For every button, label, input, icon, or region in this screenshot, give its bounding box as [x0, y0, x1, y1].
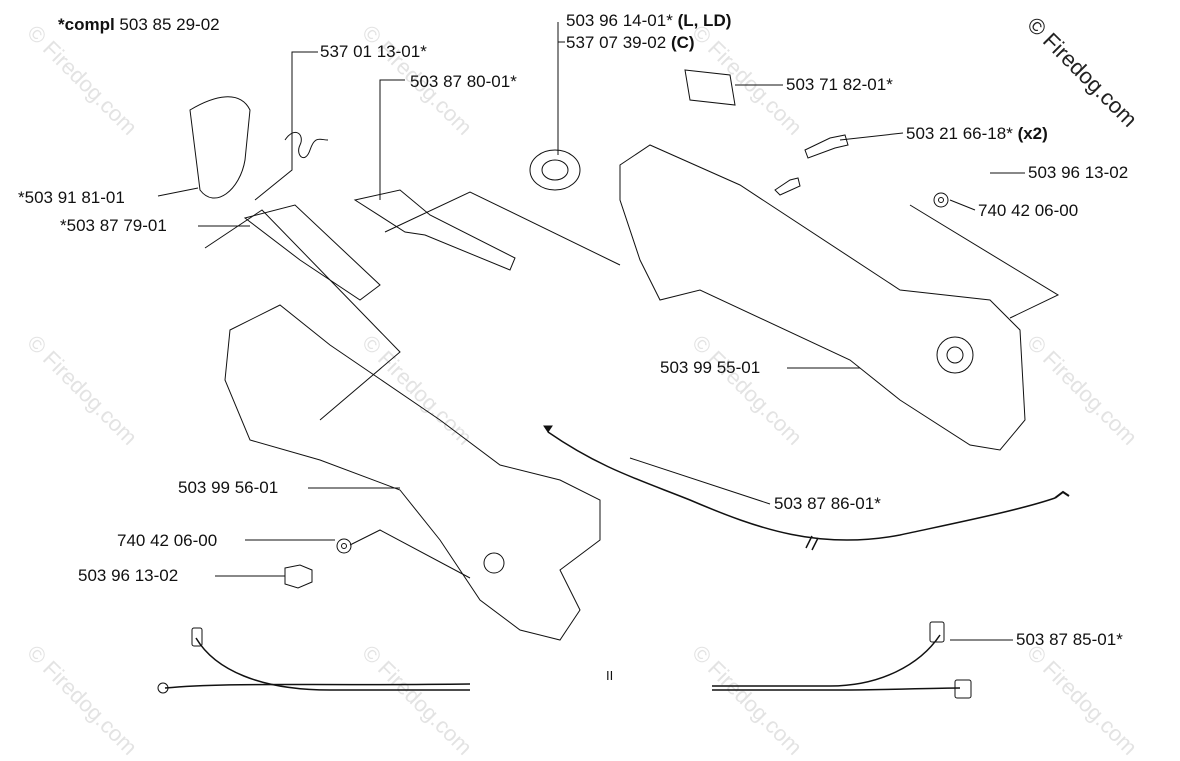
stop-switch-drawing: [684, 69, 736, 106]
group-bracket: [384, 191, 621, 266]
part-label: 740 42 06-00: [117, 531, 217, 551]
ring-drawing: [529, 149, 581, 191]
wire-connector: [929, 621, 945, 643]
part-number: 740 42 06-00: [978, 201, 1079, 220]
part-number: *503 91 81-01: [18, 188, 125, 207]
washer-drawing: [933, 192, 949, 208]
exploded-view-drawing: II: [157, 22, 1070, 699]
part-label: 537 01 13-01*: [320, 42, 427, 62]
part-label: *503 91 81-01: [18, 188, 125, 208]
part-label: 503 87 80-01*: [410, 72, 517, 92]
part-label: 503 96 13-02: [78, 566, 178, 586]
part-label: 503 71 82-01*: [786, 75, 893, 95]
part-label: 503 96 13-02: [1028, 163, 1128, 183]
wire-ring-terminal: [157, 682, 169, 694]
assembly-number: 503 85 29-02: [119, 15, 220, 34]
throttle-cable: [547, 431, 1056, 541]
leader-line: [949, 199, 976, 211]
wire-connector: [954, 679, 972, 699]
part-label: 503 21 66-18* (x2): [906, 124, 1048, 144]
screw-drawing: [284, 564, 313, 589]
group-bracket: [909, 204, 1060, 319]
ground-wire: [164, 683, 471, 689]
part-number: *503 87 79-01: [60, 216, 167, 235]
part-note: (x2): [1017, 124, 1048, 143]
part-number: 503 96 13-02: [78, 566, 179, 585]
part-number: 503 87 85-01*: [1016, 630, 1123, 649]
handle-half-drawing: [224, 304, 601, 641]
handle-half-drawing: [619, 144, 1026, 451]
stop-wire: [712, 687, 961, 691]
screw-drawing: [804, 134, 849, 159]
part-label: 503 87 85-01*: [1016, 630, 1123, 650]
part-number: 503 96 13-02: [1028, 163, 1129, 182]
part-number: 503 96 14-01*: [566, 11, 673, 30]
screw-drawing: [774, 177, 801, 196]
part-number: 503 99 55-01: [660, 358, 761, 377]
group-bracket: [349, 529, 471, 579]
part-label: 503 99 55-01: [660, 358, 760, 378]
ground-wire: [195, 637, 470, 691]
part-label: 537 07 39-02 (C): [566, 33, 695, 53]
washer-drawing: [336, 538, 352, 554]
throttle-trigger-drawing: [353, 189, 516, 271]
leader-line: [379, 79, 405, 200]
part-number: 503 99 56-01: [178, 478, 279, 497]
part-label: 503 96 14-01* (L, LD): [566, 11, 731, 31]
break-mark: II: [606, 668, 613, 683]
part-label: 503 99 56-01: [178, 478, 278, 498]
assembly-label: *compl 503 85 29-02: [58, 15, 220, 35]
part-number: 740 42 06-00: [117, 531, 218, 550]
wire-connector: [191, 627, 203, 647]
switch-holder-drawing: [189, 96, 251, 199]
cable-end: [543, 425, 553, 433]
part-label: *503 87 79-01: [60, 216, 167, 236]
stop-wire: [712, 634, 941, 687]
part-label: 740 42 06-00: [978, 201, 1078, 221]
part-note: (C): [670, 33, 695, 52]
leader-line: [157, 187, 199, 197]
cable-hook: [1054, 490, 1070, 499]
leader-line: [629, 457, 771, 505]
parts-diagram: © Firedog.com © Firedog.com © Firedog.co…: [18, 11, 1142, 760]
group-bracket: [204, 209, 401, 421]
part-number: 503 71 82-01*: [786, 75, 893, 94]
assembly-prefix: *compl: [58, 15, 115, 34]
leader-line: [254, 51, 318, 201]
part-label: 503 87 86-01*: [774, 494, 881, 514]
part-number: 537 07 39-02: [566, 33, 667, 52]
part-number: 503 21 66-18*: [906, 124, 1013, 143]
spring-drawing: [284, 131, 329, 159]
leader-line: [839, 132, 904, 141]
part-number: 503 87 86-01*: [774, 494, 881, 513]
part-note: (L, LD): [677, 11, 732, 30]
part-number: 537 01 13-01*: [320, 42, 427, 61]
throttle-lockout-drawing: [243, 204, 381, 301]
part-number: 503 87 80-01*: [410, 72, 517, 91]
